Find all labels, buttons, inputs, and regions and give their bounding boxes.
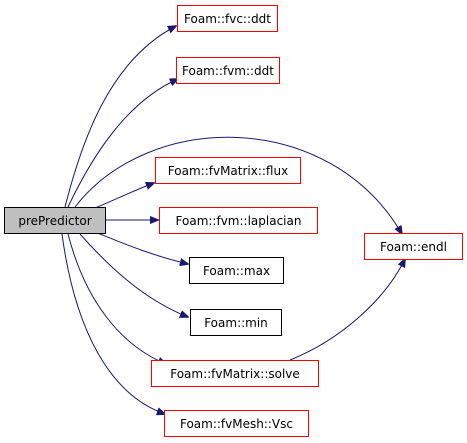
node-prepredictor-label: prePredictor [18,214,91,228]
node-fvc-ddt[interactable]: Foam::fvc::ddt [177,5,278,32]
node-fvm-laplacian-box [159,207,318,234]
node-fvmatrix-flux[interactable]: Foam::fvMatrix::flux [155,157,301,184]
node-fvmatrix-solve[interactable]: Foam::fvMatrix::solve [151,360,319,387]
node-fvm-ddt-label: Foam::fvm::ddt [182,64,274,78]
node-min[interactable]: Foam::min [190,309,282,336]
edge-root-to-min [79,233,188,317]
node-min-label: Foam::min [204,316,268,330]
edges [61,26,405,414]
edge-root-to-fvmesh-vsc [61,233,165,414]
node-fvmesh-vsc[interactable]: Foam::fvMesh::Vsc [164,410,309,437]
node-fvc-ddt-label: Foam::fvc::ddt [184,12,271,26]
node-fvmatrix-flux-box [155,157,301,184]
node-fvmatrix-solve-box [151,360,319,387]
node-max-label: Foam::max [203,264,270,278]
node-fvmesh-vsc-label: Foam::fvMesh::Vsc [180,417,293,431]
node-fvmesh-vsc-box [164,410,309,437]
edge-root-to-fvm-ddt [67,79,178,208]
node-fvmatrix-solve-label: Foam::fvMatrix::solve [170,367,300,381]
node-endl[interactable]: Foam::endl [364,233,463,260]
node-min-box [190,309,282,336]
edge-fvmatrix-solve-to-endl [289,259,405,361]
node-endl-label: Foam::endl [380,240,447,254]
node-fvm-laplacian-label: Foam::fvm::laplacian [176,214,302,228]
edge-root-to-fvc-ddt [64,26,176,208]
node-fvmatrix-flux-label: Foam::fvMatrix::flux [168,164,288,178]
node-max-box [189,257,284,284]
node-fvm-ddt-box [176,57,280,84]
node-prepredictor[interactable]: prePredictor [4,207,106,234]
node-endl-box [364,233,463,260]
edge-root-to-fvmatrix-solve [67,233,166,364]
edge-root-to-endl [74,136,402,234]
edge-root-to-fvmatrix-flux [94,183,154,209]
node-fvm-ddt[interactable]: Foam::fvm::ddt [176,57,280,84]
edge-root-to-max [94,231,188,264]
node-prepredictor-box [4,207,106,234]
node-fvc-ddt-box [177,5,278,32]
node-fvm-laplacian[interactable]: Foam::fvm::laplacian [159,207,318,234]
node-max[interactable]: Foam::max [189,257,284,284]
